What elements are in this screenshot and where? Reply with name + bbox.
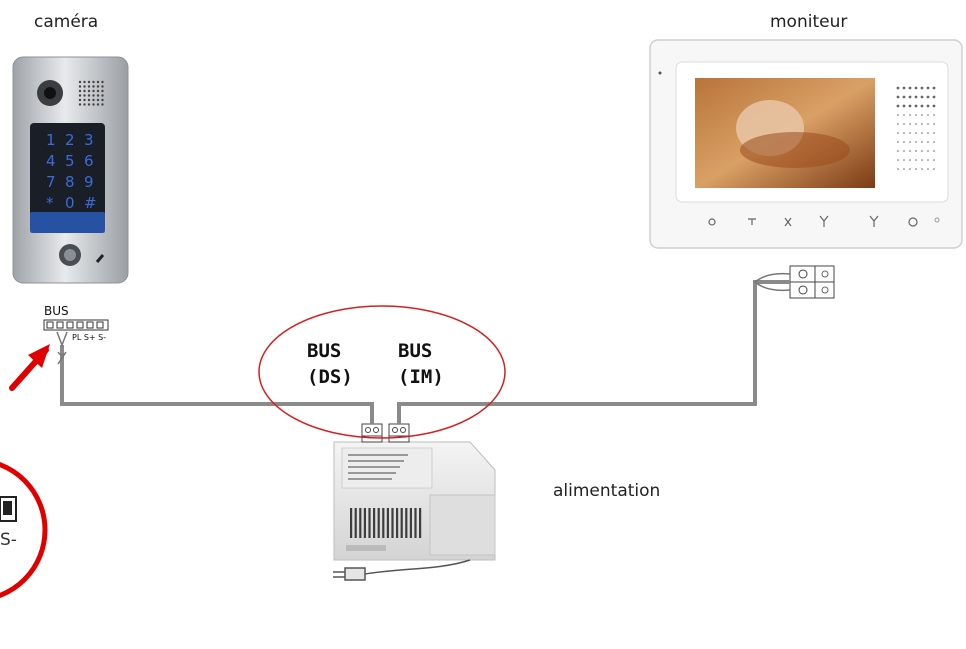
keypad-key: 1 [46, 131, 56, 149]
keypad-key: 5 [65, 152, 75, 170]
bus-im-label: BUS (IM) [398, 338, 444, 390]
camera-wire-twist [56, 331, 68, 365]
keypad-key: # [84, 194, 97, 212]
bus-wire-monitor [397, 280, 790, 424]
camera-door-station [12, 56, 129, 284]
bus-ds-label: BUS (DS) [307, 338, 353, 390]
keypad-key: 2 [65, 131, 75, 149]
keypad-key: 6 [84, 152, 94, 170]
mains-plug [333, 559, 471, 581]
camera-speaker-grille [78, 80, 104, 106]
keypad-key: 7 [46, 173, 56, 191]
bus-im-line1: BUS [398, 340, 433, 362]
zoom-pins-label: S- [0, 530, 17, 550]
bus-wire-camera [60, 345, 374, 424]
camera-label: caméra [34, 12, 99, 32]
keypad-key: 9 [84, 173, 94, 191]
bus-ds-line2: (DS) [307, 366, 353, 388]
keypad-key: 4 [46, 152, 56, 170]
psu-terminal-im [388, 423, 410, 443]
psu-terminal-ds [361, 423, 383, 443]
monitor-terminal-block [789, 265, 835, 299]
bus-ds-line1: BUS [307, 340, 342, 362]
monitor-speaker-grille [896, 86, 936, 170]
power-supply-device [333, 441, 496, 561]
monitor-device [649, 39, 963, 249]
keypad-key: 8 [65, 173, 75, 191]
bus-im-line2: (IM) [398, 366, 444, 388]
camera-pins-label: PL S+ S- [72, 333, 107, 342]
monitor-button-row [708, 215, 918, 227]
monitor-label: moniteur [770, 12, 848, 32]
camera-bus-label: BUS [44, 304, 69, 318]
camera-terminal-strip [43, 319, 109, 331]
keypad-key: * [46, 194, 54, 212]
power-supply-label: alimentation [553, 481, 661, 501]
bus-highlight-ellipse [258, 305, 506, 439]
keypad-key: 0 [65, 194, 75, 212]
monitor-wire-twist [754, 272, 791, 292]
zoom-inset [0, 344, 50, 599]
keypad-key: 3 [84, 131, 94, 149]
